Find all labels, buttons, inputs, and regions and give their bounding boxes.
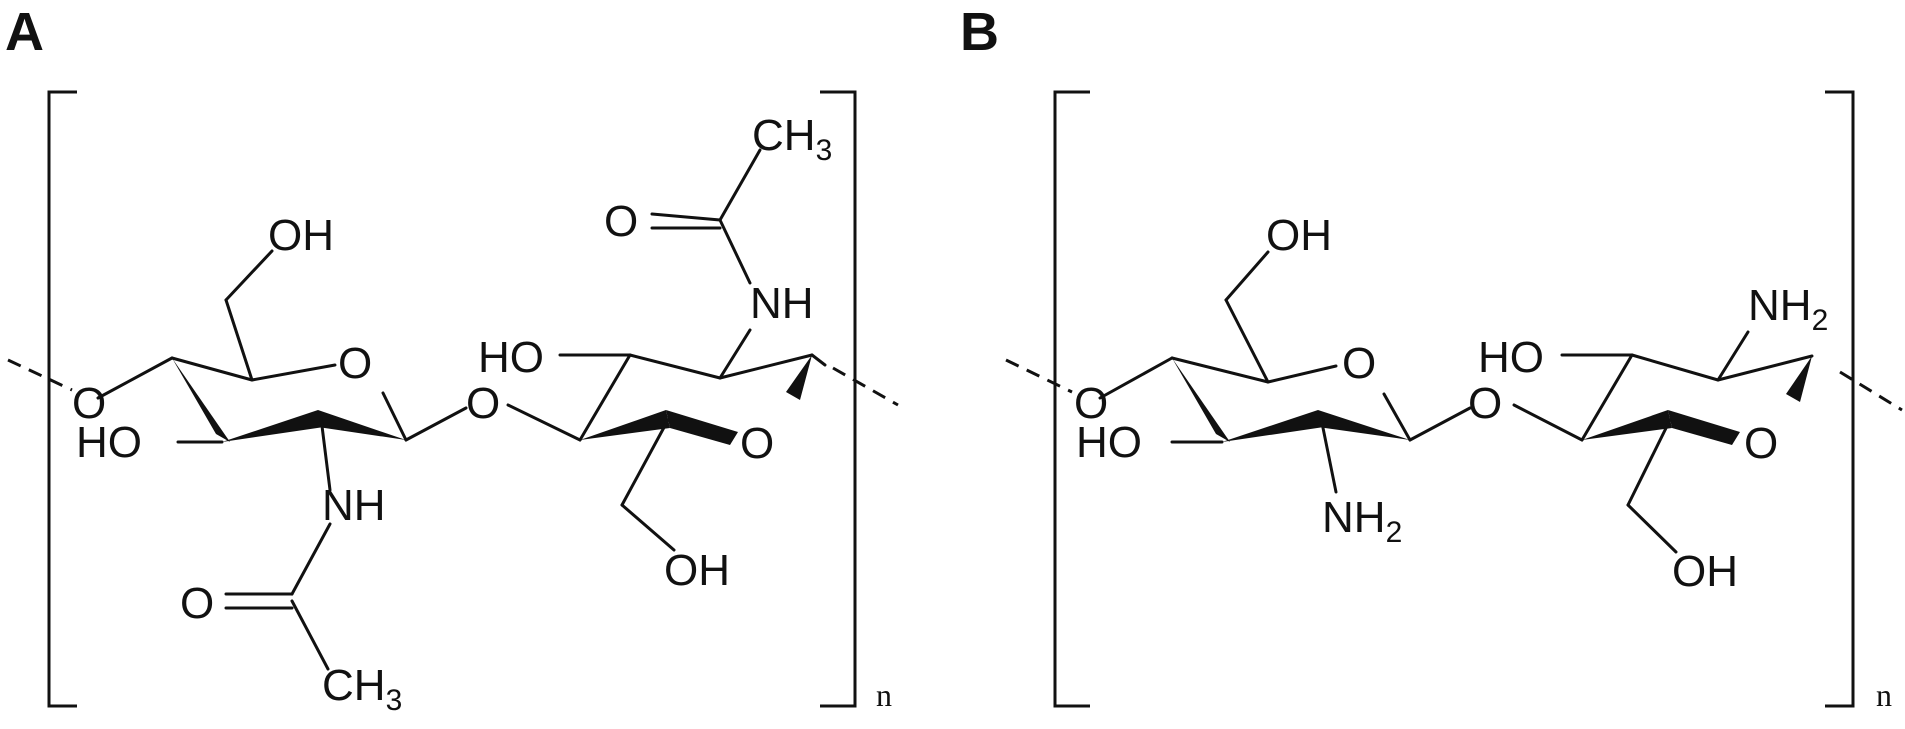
atom-o-carbonyl-upper: O <box>604 197 638 246</box>
atom-nh-upper: NH <box>750 279 814 328</box>
atom-nh2-lower: NH2 <box>1322 493 1402 549</box>
chain-dash-right <box>1839 370 1903 412</box>
ring-2 <box>1512 330 1814 554</box>
atom-ring1-o: O <box>338 339 372 388</box>
chain-dash-right <box>832 366 899 407</box>
atom-oh-top: OH <box>1266 211 1332 260</box>
atom-nh2-upper: NH2 <box>1748 281 1828 337</box>
wedge-bond <box>172 358 230 442</box>
right-bracket <box>820 90 857 708</box>
wedge-bond <box>222 410 324 442</box>
right-bracket <box>1825 90 1855 708</box>
panel-label-b: B <box>960 2 999 62</box>
atom-ho-left: HO <box>1076 418 1142 467</box>
chain-dash-left <box>1005 358 1073 394</box>
panel-label-a: A <box>5 2 44 62</box>
panel-a-chitin: A n OH O O HO NH <box>5 2 899 717</box>
atom-ring1-o: O <box>1342 339 1376 388</box>
repeat-n: n <box>1876 677 1892 713</box>
panel-b-chitosan: B n OH O O HO NH2 <box>960 2 1903 713</box>
wedge-bond <box>666 410 738 445</box>
atom-link-left-o: O <box>1074 379 1108 428</box>
atom-oh-bottom: OH <box>1672 547 1738 596</box>
atom-link-mid-o: O <box>466 379 500 428</box>
atom-ho-left: HO <box>76 418 142 467</box>
chain-dash-left <box>7 358 73 392</box>
atom-ho-ring2: HO <box>478 333 544 382</box>
atom-link-left-o: O <box>72 379 106 428</box>
wedge-bond <box>318 410 406 440</box>
wedge-bond <box>1222 410 1324 442</box>
atom-oh-top: OH <box>268 211 334 260</box>
wedge-bond <box>1668 410 1740 445</box>
atom-oh-bottom: OH <box>664 546 730 595</box>
wedge-bond <box>786 355 812 400</box>
ring-1 <box>1098 250 1472 494</box>
atom-ch3-upper: CH3 <box>752 111 832 167</box>
left-bracket <box>47 90 77 708</box>
wedge-bond <box>1172 358 1230 442</box>
atom-o-carbonyl-lower: O <box>180 579 214 628</box>
wedge-bond <box>1786 356 1812 402</box>
left-bracket <box>1053 90 1090 708</box>
atom-ho-ring2: HO <box>1478 333 1544 382</box>
atom-ring2-o: O <box>1744 419 1778 468</box>
repeat-n: n <box>876 677 892 713</box>
atom-nh-lower: NH <box>322 481 386 530</box>
ring-2 <box>506 148 827 552</box>
ring-1 <box>96 249 468 492</box>
wedge-bond <box>580 410 670 440</box>
atom-ring2-o: O <box>740 419 774 468</box>
atom-ch3-lower: CH3 <box>322 661 402 717</box>
wedge-bond <box>1582 410 1672 440</box>
wedge-bond <box>1318 410 1410 440</box>
atom-link-mid-o: O <box>1468 379 1502 428</box>
